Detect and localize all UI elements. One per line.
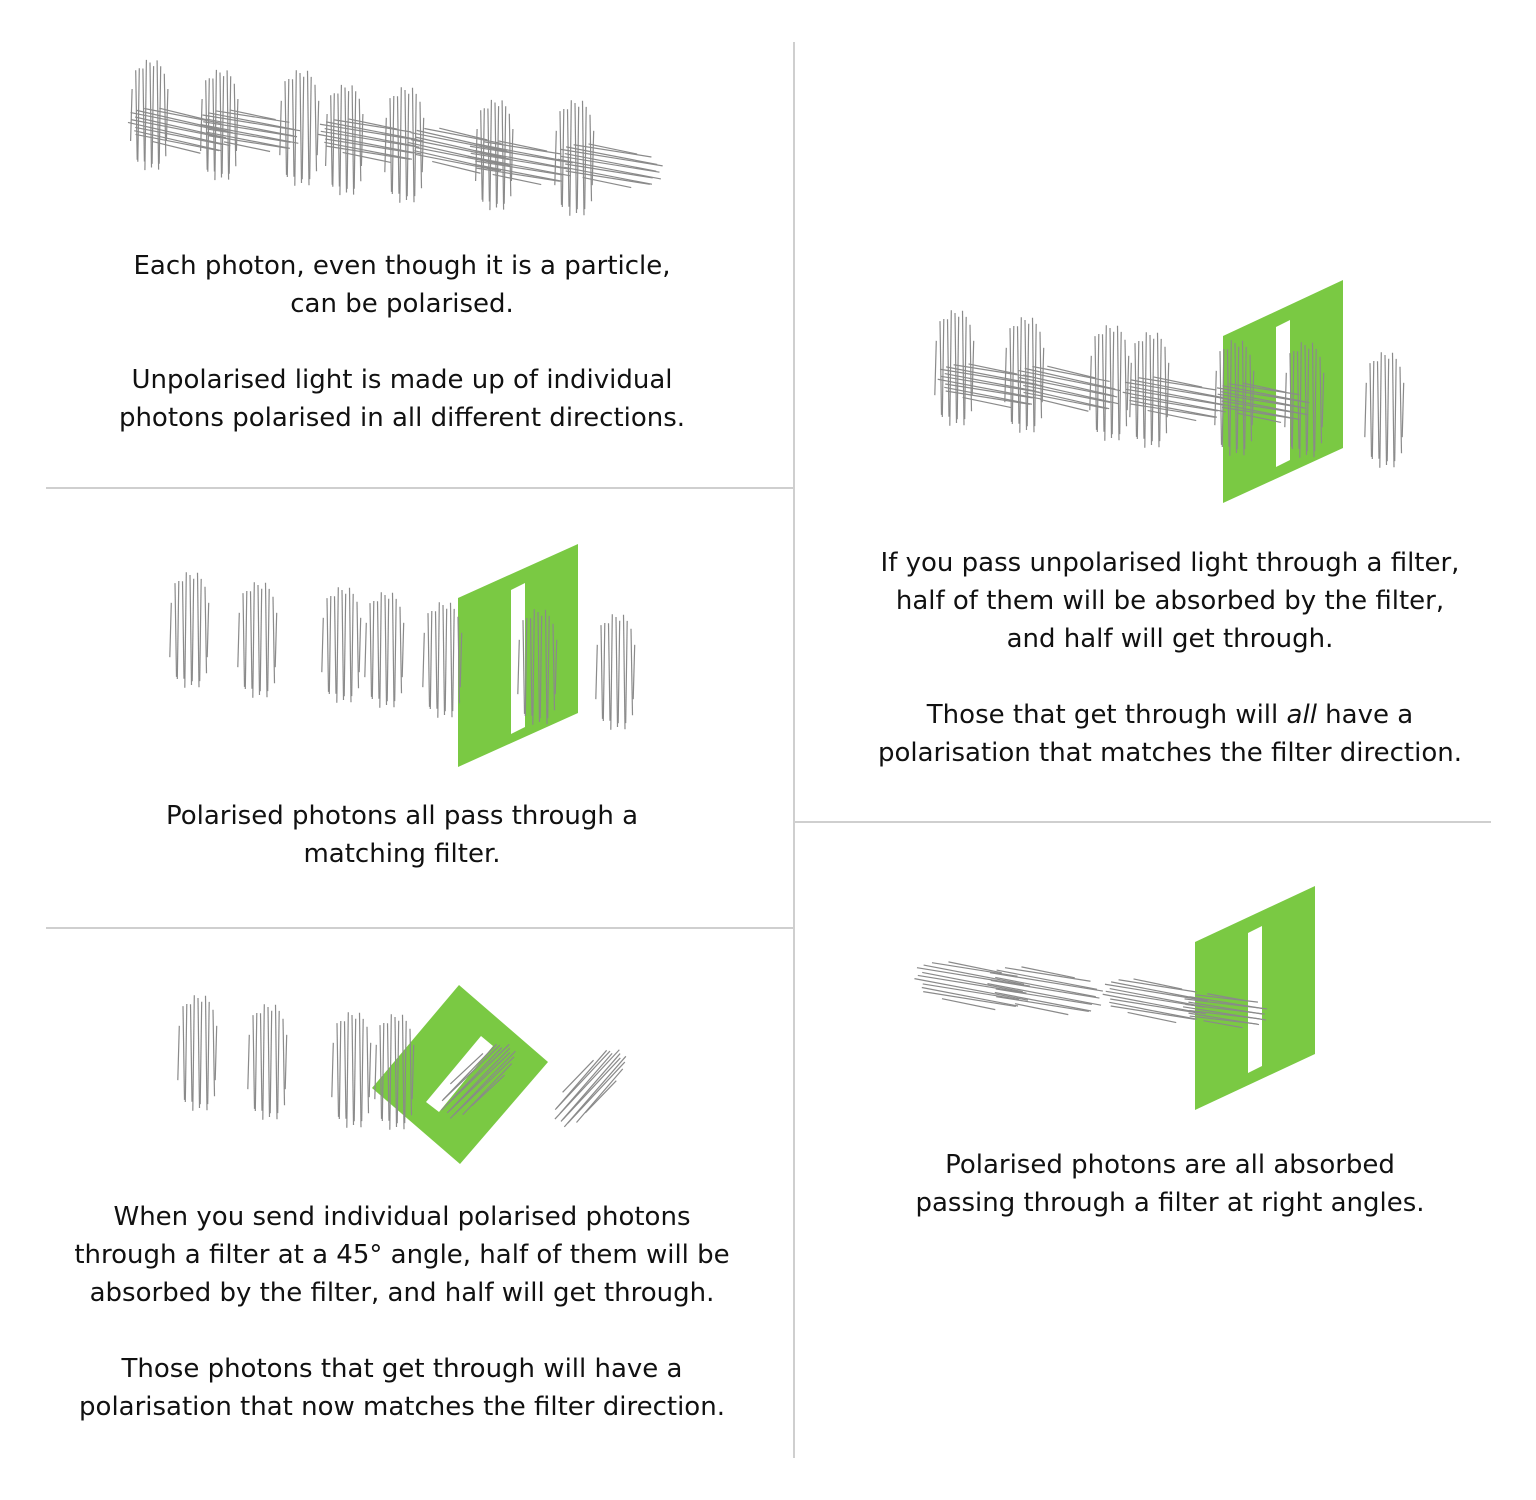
photon-icon	[422, 602, 463, 718]
caption-line: and half will get through.	[1006, 624, 1334, 654]
caption-line: Each photon, even though it is a particl…	[133, 251, 671, 281]
photon-icon	[914, 961, 1030, 1011]
filter-slit	[426, 1036, 493, 1112]
caption-line: When you send individual polarised photo…	[113, 1202, 691, 1232]
caption-angle45: When you send individual polarised photo…	[46, 1198, 758, 1426]
photon-icon	[247, 1004, 288, 1120]
caption-text: Those that get through will	[926, 700, 1287, 730]
divider-right-1	[795, 821, 1491, 823]
caption-line: matching filter.	[303, 839, 501, 869]
divider-left-2	[46, 927, 794, 929]
caption-line: half of them will be absorbed by the fil…	[895, 586, 1445, 616]
photon-icon	[557, 143, 663, 189]
caption-line: absorbed by the filter, and half will ge…	[89, 1278, 715, 1308]
photon-icon	[374, 1014, 415, 1130]
photon-icon	[237, 582, 278, 698]
photon-icon	[1364, 352, 1405, 468]
photon-icon	[554, 1049, 627, 1128]
photon-icon	[937, 363, 1043, 409]
photon-icon	[1182, 993, 1268, 1029]
vertical-divider	[793, 42, 795, 1458]
photon-icon	[517, 609, 558, 725]
photon-icon	[440, 1043, 516, 1119]
caption-line: polarisation that matches the filter dir…	[877, 738, 1462, 768]
photon-icon	[130, 59, 169, 171]
caption-line: Those photons that get through will have…	[121, 1354, 683, 1384]
divider-left-1	[46, 487, 794, 489]
photon-icon	[177, 995, 218, 1111]
caption-unpolarised: Each photon, even though it is a particl…	[46, 247, 758, 437]
photon-icon	[321, 587, 362, 703]
matching-filter-illustration	[458, 544, 578, 767]
right-angle-filter-illustration	[1195, 886, 1315, 1110]
caption-text: have a	[1316, 700, 1414, 730]
photon-icon	[331, 1012, 372, 1128]
caption-emphasis: all	[1286, 700, 1317, 730]
caption-line: passing through a filter at right angles…	[915, 1188, 1425, 1218]
caption-line: Unpolarised light is made up of individu…	[131, 365, 673, 395]
photon-icon	[200, 69, 239, 181]
photon-icon	[1015, 365, 1121, 412]
photon-icon	[1122, 376, 1228, 422]
photon-icon	[169, 572, 210, 688]
photon-icon	[1284, 342, 1325, 458]
filter-slit	[1248, 926, 1262, 1073]
filter-slit	[511, 583, 525, 734]
photon-icon	[1004, 317, 1045, 433]
photon-icon	[325, 84, 364, 196]
unpolarised-photons-illustration	[127, 59, 663, 216]
filter-slit	[1276, 320, 1290, 467]
caption-line: polarisation that now matches the filter…	[79, 1392, 725, 1422]
caption-line: Those that get through will all have a	[820, 696, 1520, 734]
photon-icon	[384, 87, 425, 203]
caption-line: Polarised photons all pass through a	[165, 801, 639, 831]
photon-icon	[200, 109, 301, 153]
caption-line: Polarised photons are all absorbed	[945, 1150, 1395, 1180]
caption-unpolarised-filter: If you pass unpolarised light through a …	[820, 544, 1520, 772]
photon-icon	[364, 592, 405, 708]
photon-icon	[987, 966, 1103, 1016]
caption-matching: Polarised photons all pass through a mat…	[46, 797, 758, 873]
caption-line: photons polarised in all different direc…	[118, 403, 686, 433]
caption-line: can be polarised.	[290, 289, 514, 319]
photon-icon	[1102, 978, 1208, 1024]
caption-right-angles: Polarised photons are all absorbed passi…	[820, 1146, 1520, 1222]
photon-icon	[595, 614, 636, 730]
caption-line: through a filter at a 45° angle, half of…	[74, 1240, 730, 1270]
photon-icon	[279, 70, 320, 186]
caption-line: If you pass unpolarised light through a …	[880, 548, 1460, 578]
photon-icon	[1089, 325, 1130, 441]
